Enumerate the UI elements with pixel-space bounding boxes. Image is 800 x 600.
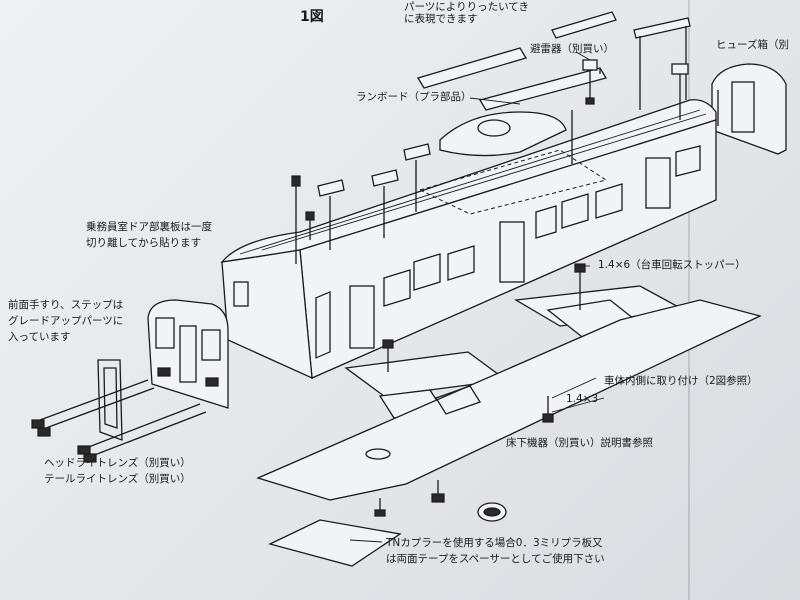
label-crew-door-line2: 切り離してから貼ります [86, 237, 202, 249]
label-screw-1-4x6: 1.4×6（台車回転ストッパー） [598, 259, 746, 271]
figure-title: 1図 [300, 9, 324, 25]
label-taillight-lens: テールライトレンズ（別買い） [44, 473, 191, 485]
front-cab-face [147, 299, 229, 409]
label-top-note-line1: パーツによりりったいてき [404, 1, 529, 13]
car-body-shell [220, 63, 717, 380]
label-handrail-line3: 入っています [8, 331, 71, 343]
light-lens-parts [31, 379, 207, 463]
label-handrail-line2: グレードアップパーツに [8, 315, 124, 327]
floor-plate [256, 299, 762, 501]
paper-fold-line [688, 0, 690, 600]
label-handrail-line1: 前面手すり、ステップは [8, 299, 124, 311]
label-fuse-box: ヒューズ箱（別 [716, 39, 789, 51]
label-underfloor-equipment: 床下機器（別買い）説明書参照 [506, 437, 653, 449]
front-step-frame-part [97, 359, 123, 441]
label-top-note-line2: に表現できます [404, 13, 478, 25]
label-tn-coupler-line1: TNカプラーを使用する場合0．3ミリプラ板又 [386, 537, 603, 549]
label-screw-1-4x3: 1.4×3 [566, 393, 599, 405]
fuse-box-end-part [711, 63, 787, 155]
spacer-sheet-part [268, 519, 402, 567]
screw-parts [374, 396, 554, 517]
label-tn-coupler-line2: は両面テープをスペーサーとしてご使用下さい [386, 553, 605, 565]
fuse-box-plate-part [633, 17, 691, 110]
tn-coupler-part [477, 502, 507, 522]
leader-lines [469, 51, 605, 413]
label-body-inner: 車体内側に取り付け（2図参照） [604, 375, 758, 387]
label-lightning-arrester: 避雷器（別買い） [530, 43, 614, 55]
label-lamp-board: ランボード（プラ部品） [356, 91, 472, 103]
lamp-board-parts [417, 11, 617, 111]
label-crew-door-line1: 乗務員室ドア部裏板は一度 [86, 221, 212, 233]
label-headlight-lens: ヘッドライトレンズ（別買い） [44, 457, 191, 469]
